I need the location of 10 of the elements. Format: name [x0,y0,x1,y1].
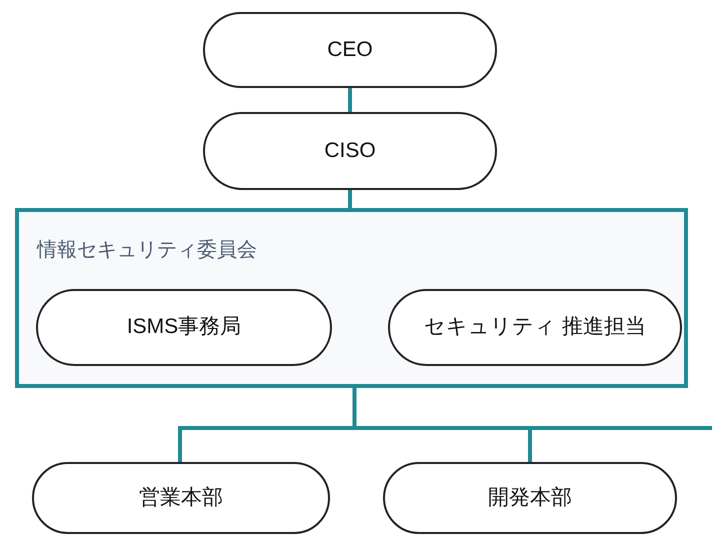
role-pill: 営業本部 [32,462,330,534]
committee-frame [15,208,688,388]
committee-heading: 情報セキュリティ委員会 [37,238,257,263]
connector-line [348,88,352,112]
role-pill: CISO [203,112,497,190]
role-pill: CEO [203,12,497,88]
role-pill: ISMS事務局 [36,289,332,366]
connector-line [348,190,352,208]
role-pill: 開発本部 [383,462,677,534]
role-pill: セキュリティ 推進担当 [388,289,682,366]
